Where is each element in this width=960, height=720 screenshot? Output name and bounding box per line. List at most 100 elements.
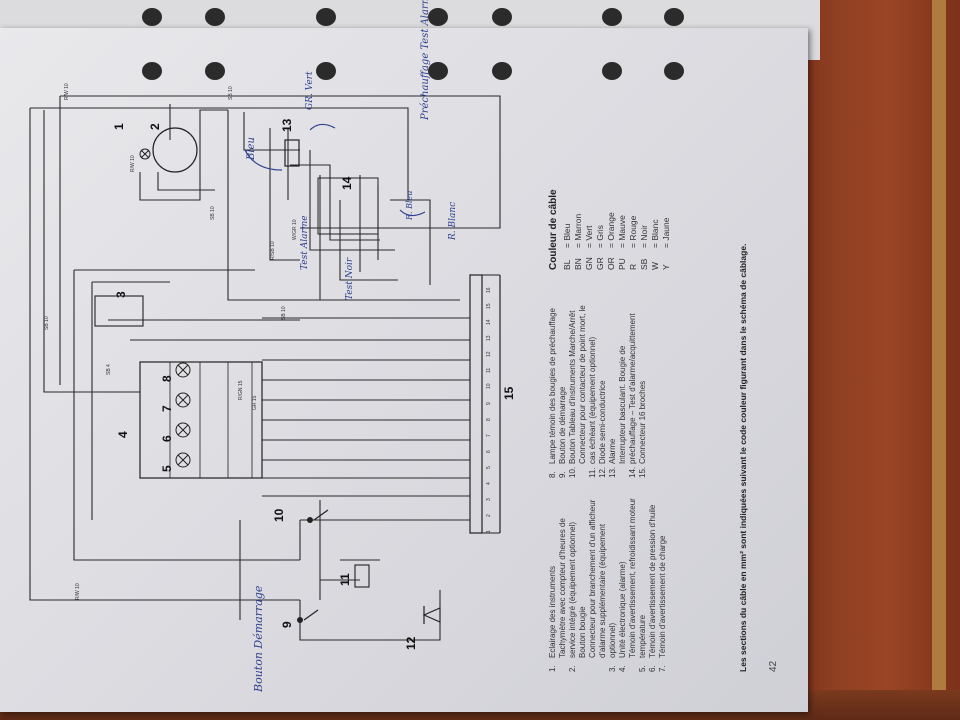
binder-hole	[205, 62, 225, 80]
pin-number: 16	[486, 287, 492, 293]
legend-item: Bouton bougie	[578, 606, 587, 658]
table-edge	[932, 0, 946, 720]
wire-label: R/W 10	[75, 583, 81, 600]
binder-hole	[316, 8, 336, 26]
component-number: 1	[112, 123, 126, 130]
component-number: 14	[340, 176, 354, 190]
component-number: 2	[148, 123, 162, 130]
binder-hole	[316, 62, 336, 80]
legend-item: 4.Unité électronique (alarme)	[618, 561, 627, 673]
wire-label: W/GR 10	[292, 219, 298, 240]
component-number: 12	[404, 636, 418, 650]
binder-hole	[492, 8, 512, 26]
binder-hole	[602, 8, 622, 26]
handwritten-note: Bouton Démarrage	[252, 585, 265, 692]
legend-item: 13.Alarme	[608, 438, 617, 478]
legend-item: 5.Témoin d'avertissement, refroidissant …	[628, 498, 647, 672]
wire-label: SB 10	[44, 316, 50, 330]
wire-label: SB 10	[281, 306, 287, 320]
wire-label: R/W 10	[130, 155, 136, 172]
pin-number: 9	[486, 402, 492, 405]
pin-number: 12	[486, 351, 492, 357]
cable-color-row: GN= Vert	[584, 225, 594, 270]
legend-item: 7.Témoin d'avertissement de charge	[658, 535, 667, 672]
cable-color-row: Y= Jaune	[661, 217, 671, 271]
wire-label: SB 10	[210, 206, 216, 220]
pin-number: 2	[486, 514, 492, 517]
wire-label: GR 15	[252, 395, 258, 410]
binder-hole	[142, 8, 162, 26]
component-number: 5	[160, 465, 174, 472]
component-number: 15	[502, 386, 516, 400]
binder-hole	[205, 8, 225, 26]
legend-item: 6.Témoin d'avertissement de pression d'h…	[648, 504, 657, 672]
binder-hole	[492, 62, 512, 80]
cable-color-row: PU= Mauve	[617, 215, 627, 270]
handwritten-note: Test Alarme	[300, 215, 310, 270]
handwritten-note: R. Blanc	[448, 201, 458, 240]
cable-color-row: OR= Orange	[606, 212, 616, 270]
pin-number: 3	[486, 498, 492, 501]
component-number: 13	[280, 118, 294, 132]
cable-color-row: BN= Marron	[573, 213, 583, 270]
binder-hole	[664, 8, 684, 26]
component-number: 9	[280, 621, 294, 628]
pin-number: 5	[486, 466, 492, 469]
cable-color-row: GR= Gris	[595, 225, 605, 270]
cable-color-row: W= Blanc	[650, 219, 660, 270]
handwritten-note: R. Bleu	[405, 190, 414, 220]
legend-item: 3.Connecteur pour branchement d'un affic…	[588, 499, 617, 672]
cable-color-row: SB= Noir	[639, 225, 649, 270]
binder-hole	[142, 62, 162, 80]
legend-item: 1.Eclairage des instruments	[548, 565, 557, 672]
pin-number: 11	[486, 367, 492, 373]
cable-color-title: Couleur de câble	[548, 189, 559, 270]
cable-color-row: R= Rouge	[628, 215, 638, 270]
binder-hole	[664, 62, 684, 80]
component-number: 4	[116, 431, 130, 438]
legend-column-2: 8.Lampe témoin des bougies de préchauffa…	[548, 288, 648, 478]
component-number: 8	[160, 375, 174, 382]
legend-item: 8.Lampe témoin des bougies de préchauffa…	[548, 308, 557, 478]
binder-hole	[602, 62, 622, 80]
wire-label: R/SB 10	[270, 241, 276, 260]
legend-item: 2.Tachymètre avec compteur d'heures de s…	[558, 518, 577, 672]
wire-label: SB 10	[228, 86, 234, 100]
handwritten-note: Préchauffage Test Alarme	[420, 0, 431, 120]
legend-item: 9.Bouton de démarrage	[558, 386, 567, 478]
component-number: 3	[114, 291, 128, 298]
wooden-table	[780, 0, 960, 720]
legend-column-1: 1.Eclairage des instruments 2.Tachymètre…	[548, 492, 668, 672]
legend-item: 12.Diode semi-conductrice	[598, 380, 607, 478]
handwritten-note: Bleu	[246, 137, 257, 160]
connector-pin-numbers: 1 2 3 4 5 6 7 8 9 10 11 12 13 14 15 16	[486, 263, 496, 533]
footer-note: Les sections du câble en mm² sont indiqu…	[738, 243, 748, 672]
wire-label: R/GN 15	[238, 380, 244, 400]
pin-number: 10	[486, 383, 492, 389]
manual-page	[0, 28, 808, 712]
pin-number: 4	[486, 482, 492, 485]
binder-hole	[428, 8, 448, 26]
page-number: 42	[768, 660, 779, 672]
handwritten-note: Test Noir	[345, 257, 355, 300]
cable-color-table: Couleur de câble BL= Bleu BN= Marron GN=…	[548, 110, 672, 270]
component-number: 7	[160, 405, 174, 412]
handwritten-note: GR. Vert	[305, 71, 315, 110]
rotated-page-content: 1 2 3 4 5 6 7 8 9 10 11 12 13 14 15 1 2 …	[44, 0, 779, 692]
pin-number: 13	[486, 335, 492, 341]
pin-number: 15	[486, 303, 492, 309]
legend-item: 15.Connecteur 16 broches	[638, 380, 647, 478]
binder-hole	[428, 62, 448, 80]
legend-item: 11.Connecteur pour contacteur de point m…	[578, 305, 597, 478]
wire-label: SB 4	[106, 364, 112, 375]
pin-number: 7	[486, 434, 492, 437]
component-number: 11	[338, 573, 352, 586]
pin-number: 8	[486, 418, 492, 421]
pin-number: 1	[486, 530, 492, 533]
wire-label: R/W 10	[64, 83, 70, 100]
legend-item: 14.Interrupteur basculant. Bougie de pré…	[618, 313, 637, 478]
component-number: 6	[160, 435, 174, 442]
component-number: 10	[272, 508, 286, 522]
